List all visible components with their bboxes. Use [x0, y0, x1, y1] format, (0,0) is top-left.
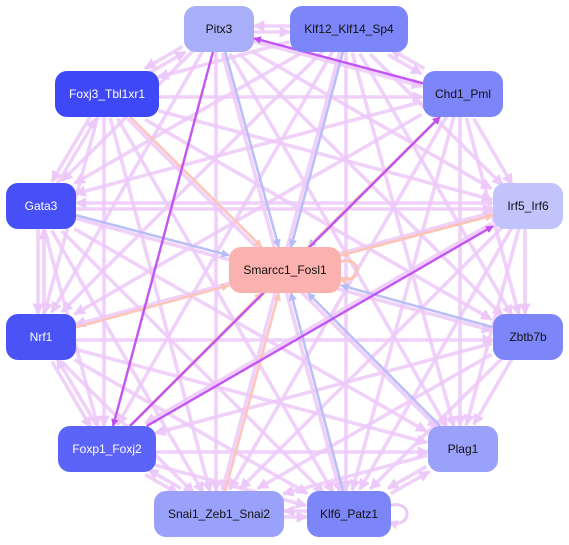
node-foxp1[interactable]: Foxp1_Foxj2 — [58, 426, 156, 472]
edge-chd1-to-pitx3 — [253, 36, 424, 85]
node-zbtb7b[interactable]: Zbtb7b — [493, 314, 563, 360]
node-box — [493, 183, 563, 229]
edge-zbtb7b-to-foxp1 — [154, 341, 493, 436]
node-irf5[interactable]: Irf5_Irf6 — [493, 183, 563, 229]
self-loop-smarcc1 — [338, 259, 359, 286]
node-label: Foxj3_Tbl1xr1 — [69, 87, 145, 101]
node-box — [423, 71, 503, 117]
edge-klf12-to-foxj3 — [157, 40, 290, 80]
node-pitx3[interactable]: Pitx3 — [184, 6, 254, 52]
edge-klf6-to-smarcc1 — [288, 292, 345, 492]
edge-chd1-to-snai1 — [228, 114, 449, 491]
edge-foxp1-to-nrf1 — [55, 357, 98, 426]
edge-foxj3-to-smarcc1 — [129, 116, 263, 248]
edge-smarcc1-to-irf5 — [340, 213, 494, 257]
node-label: Chd1_Pml — [435, 87, 491, 101]
node-label: Zbtb7b — [509, 330, 547, 344]
node-label: Foxp1_Foxj2 — [72, 442, 142, 456]
edge-nrf1-to-klf6 — [73, 358, 309, 496]
node-klf12[interactable]: Klf12_Klf14_Sp4 — [290, 6, 408, 52]
node-label: Nrf1 — [30, 330, 53, 344]
node-box — [229, 247, 341, 293]
edge-zbtb7b-to-smarcc1 — [340, 283, 494, 329]
edge-foxp1-to-irf5 — [146, 225, 494, 428]
edge-klf12-to-foxp1 — [116, 49, 335, 426]
node-label: Pitx3 — [206, 22, 233, 36]
edge-nrf1-to-smarcc1 — [75, 283, 230, 329]
edge-foxj3-to-zbtb7b — [144, 118, 493, 321]
edge-klf12-to-gata3 — [73, 47, 309, 185]
edge-plag1-to-smarcc1 — [306, 292, 442, 427]
node-box — [6, 183, 76, 229]
self-loop-klf6 — [388, 503, 409, 530]
edge-zbtb7b-to-snai1 — [256, 352, 493, 490]
node-box — [428, 426, 498, 472]
edge-chd1-to-klf12 — [389, 47, 426, 71]
node-label: Gata3 — [25, 199, 58, 213]
edge-foxj3-to-pitx3 — [147, 50, 187, 76]
node-label: Klf6_Patz1 — [320, 507, 378, 521]
node-snai1[interactable]: Snai1_Zeb1_Snai2 — [154, 491, 284, 537]
node-box — [493, 314, 563, 360]
node-nrf1[interactable]: Nrf1 — [6, 314, 76, 360]
node-box — [290, 6, 408, 52]
node-smarcc1[interactable]: Smarcc1_Fosl1 — [229, 247, 341, 293]
edge-plag1-to-klf6 — [386, 464, 428, 490]
edge-snai1-to-foxp1 — [147, 467, 182, 490]
node-box — [307, 491, 391, 537]
edge-gata3-to-plag1 — [73, 227, 428, 433]
node-box — [6, 314, 76, 360]
node-box — [58, 426, 156, 472]
edge-gata3-to-foxj3 — [55, 117, 98, 186]
edge-foxj3-to-gata3 — [50, 114, 93, 183]
node-label: Smarcc1_Fosl1 — [243, 263, 327, 277]
edges-layer — [32, 20, 531, 530]
node-box — [55, 71, 159, 117]
edge-snai1-to-smarcc1 — [223, 292, 281, 492]
node-label: Snai1_Zeb1_Snai2 — [168, 507, 270, 521]
edge-plag1-to-snai1 — [282, 453, 428, 497]
node-chd1[interactable]: Chd1_Pml — [423, 71, 503, 117]
node-plag1[interactable]: Plag1 — [428, 426, 498, 472]
edge-nrf1-to-foxp1 — [50, 360, 93, 429]
node-box — [154, 491, 284, 537]
edge-klf6-to-plag1 — [389, 470, 431, 496]
edge-chd1-to-nrf1 — [73, 112, 423, 316]
edge-irf5-to-foxp1 — [144, 222, 493, 425]
node-label: Klf12_Klf14_Sp4 — [304, 22, 394, 36]
node-label: Irf5_Irf6 — [507, 199, 549, 213]
edge-gata3-to-smarcc1 — [75, 213, 230, 258]
edge-pitx3-to-smarcc1 — [224, 51, 281, 248]
edge-chd1-to-gata3 — [74, 99, 423, 197]
node-foxj3[interactable]: Foxj3_Tbl1xr1 — [55, 71, 159, 117]
edge-pitx3-to-foxp1 — [111, 51, 215, 427]
node-klf6[interactable]: Klf6_Patz1 — [307, 491, 391, 537]
node-gata3[interactable]: Gata3 — [6, 183, 76, 229]
edge-zbtb7b-to-plag1 — [472, 357, 514, 426]
edge-chd1-to-irf5 — [472, 117, 514, 186]
edge-pitx3-to-foxj3 — [144, 45, 184, 70]
edge-klf12-to-smarcc1 — [289, 51, 345, 248]
node-box — [184, 6, 254, 52]
node-label: Plag1 — [448, 442, 479, 456]
